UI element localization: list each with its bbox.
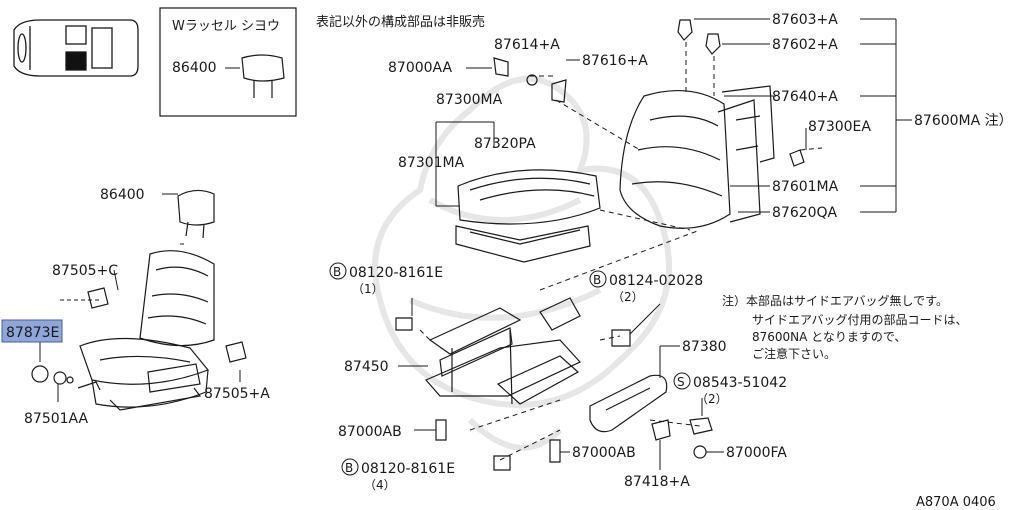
backrest-drawing bbox=[619, 85, 775, 229]
label-87418[interactable]: 87418+A bbox=[624, 474, 690, 490]
label-87873e-highlight bbox=[1, 319, 63, 343]
airbag-note: 注）本部品はサイドエアバッグ無しです。 サイドエアバッグ付用の部品コードは、 8… bbox=[722, 293, 968, 361]
center-small-parts bbox=[395, 57, 631, 471]
dashed-guides-right bbox=[685, 42, 823, 151]
label-87380[interactable]: 87380 bbox=[682, 339, 727, 355]
bolt-b2-code: 08124-02028 bbox=[609, 273, 703, 289]
label-87000ab-mid[interactable]: 87000AB bbox=[572, 445, 636, 461]
screw-s1-circle: S bbox=[677, 375, 685, 389]
seat-frame-drawing bbox=[425, 297, 581, 405]
bolt-b3-circle: B bbox=[345, 461, 353, 475]
label-87505c[interactable]: 87505+C bbox=[52, 263, 118, 279]
screw-s1-code: 08543-51042 bbox=[693, 375, 787, 391]
bolt-callout-b1[interactable]: B 08120-8161E （1） bbox=[329, 262, 443, 296]
inset-box: Wラッセル シヨウ 86400 bbox=[159, 7, 297, 117]
bolt-b2-circle: B bbox=[593, 273, 601, 287]
inset-headrest-icon bbox=[241, 54, 285, 98]
seat-cushion-drawing bbox=[455, 169, 601, 263]
label-87602[interactable]: 87602+A bbox=[772, 37, 838, 53]
note-line-2: サイドエアバッグ付用の部品コードは、 bbox=[752, 312, 968, 327]
label-87000aa[interactable]: 87000AA bbox=[388, 60, 453, 76]
label-87501aa[interactable]: 87501AA bbox=[24, 411, 89, 427]
watermark-emblem bbox=[372, 75, 672, 451]
label-87505a[interactable]: 87505+A bbox=[204, 386, 270, 402]
label-87601ma[interactable]: 87601MA bbox=[772, 179, 839, 195]
bolt-b1-qty: （1） bbox=[352, 282, 384, 296]
backrest-small-parts bbox=[677, 19, 805, 167]
label-87301ma[interactable]: 87301MA bbox=[398, 155, 465, 171]
bolt-b3-code: 08120-8161E bbox=[361, 461, 455, 477]
label-87640[interactable]: 87640+A bbox=[772, 89, 838, 105]
armrest-cap-small bbox=[31, 287, 247, 385]
inset-part-label: 86400 bbox=[172, 60, 217, 76]
inset-title: Wラッセル シヨウ bbox=[172, 19, 280, 34]
bolt-b2-qty: （2） bbox=[612, 290, 644, 304]
note-line-3: 87600NA となりますので、 bbox=[752, 330, 906, 344]
bolt-b3-qty: （4） bbox=[364, 478, 396, 492]
label-86400[interactable]: 86400 bbox=[100, 187, 145, 203]
diagram-code: A870A 0406 bbox=[916, 495, 996, 510]
side-panel-drawing bbox=[589, 374, 713, 459]
assembled-seat-drawing bbox=[77, 189, 215, 411]
vehicle-seat-location-icon bbox=[13, 19, 139, 77]
label-87450[interactable]: 87450 bbox=[344, 359, 389, 375]
right-label-group bbox=[694, 18, 912, 213]
leader-lines-right-bottom bbox=[659, 345, 724, 470]
leader-lines-left bbox=[39, 193, 241, 402]
note-line-1: 注）本部品はサイドエアバッグ無しです。 bbox=[722, 293, 948, 308]
dashed-guides-center bbox=[419, 75, 701, 461]
header-note: 表記以外の構成部品は非販売 bbox=[316, 14, 485, 30]
label-87300ea[interactable]: 87300EA bbox=[808, 119, 871, 135]
label-87603[interactable]: 87603+A bbox=[772, 12, 838, 28]
label-87614[interactable]: 87614+A bbox=[494, 37, 560, 53]
label-87600ma[interactable]: 87600MA 注） bbox=[914, 113, 1013, 129]
leader-b2 bbox=[629, 303, 661, 335]
label-87616[interactable]: 87616+A bbox=[582, 53, 648, 69]
label-87873e[interactable]: 87873E bbox=[6, 325, 59, 341]
label-87000fa[interactable]: 87000FA bbox=[726, 445, 787, 461]
bolt-b1-code: 08120-8161E bbox=[349, 265, 443, 281]
label-87300ma[interactable]: 87300MA bbox=[436, 92, 503, 108]
screw-s1-qty: （2） bbox=[696, 392, 728, 406]
label-87320pa[interactable]: 87320PA bbox=[474, 136, 536, 152]
bolt-callout-b2[interactable]: B 08124-02028 （2） bbox=[589, 270, 703, 304]
bolt-callout-b3[interactable]: B 08120-8161E （4） bbox=[341, 458, 455, 492]
screw-callout-s1[interactable]: S 08543-51042 （2） bbox=[673, 372, 787, 406]
label-87000ab-left[interactable]: 87000AB bbox=[338, 424, 402, 440]
bracket-87300ma bbox=[435, 121, 495, 207]
label-87620qa[interactable]: 87620QA bbox=[772, 205, 838, 221]
bolt-b1-circle: B bbox=[333, 265, 341, 279]
note-line-4: ご注意下さい。 bbox=[752, 346, 836, 361]
